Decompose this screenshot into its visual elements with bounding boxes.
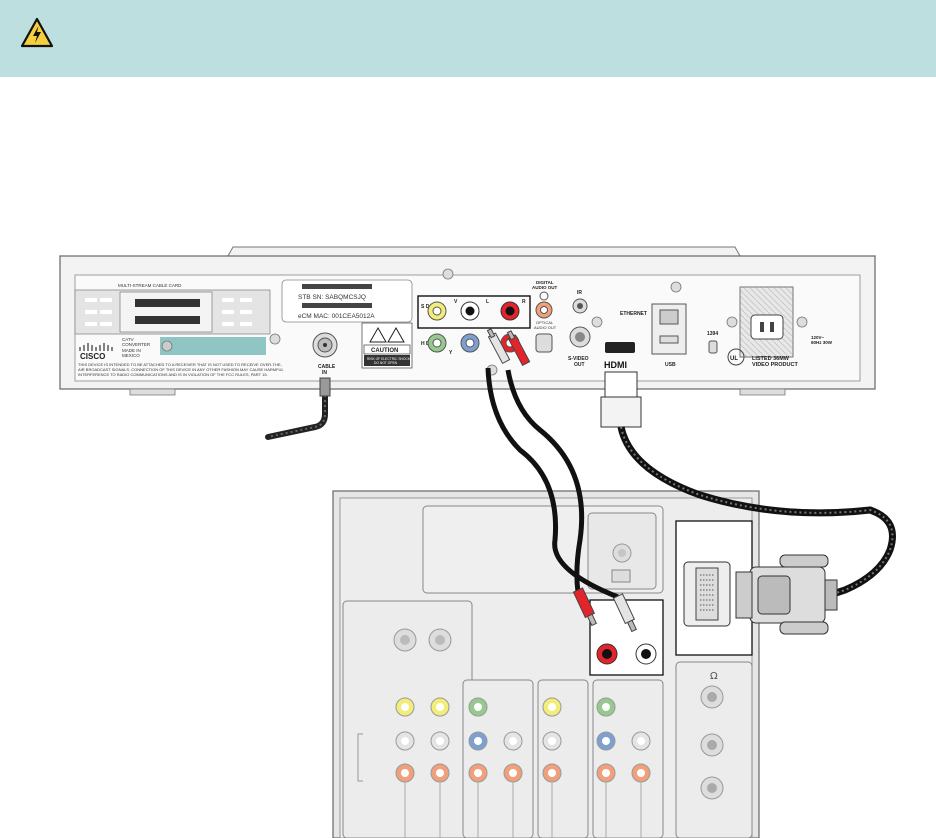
digital-audio-line2: AUDIO OUT [532, 285, 558, 290]
antenna-symbol: Ω [710, 671, 718, 682]
serial-label: STB SN: SABQMCSJQ eCM MAC: 001CEA5012A [281, 279, 413, 323]
ir-jack [572, 298, 588, 314]
cisco-wordmark: CISCO [80, 352, 105, 361]
optical-line2: AUDIO OUT [534, 325, 557, 330]
caution-note2: DO NOT OPEN [374, 361, 398, 365]
tv-audio-right-jack [596, 643, 618, 665]
hd-label: H D [421, 341, 430, 347]
power-inlet [750, 314, 784, 340]
cablecard-slot [74, 289, 271, 335]
v-label: V [454, 299, 458, 305]
tv-antenna-input-3 [700, 776, 724, 800]
hd-y-jack [427, 333, 447, 353]
tv-svideo-jack-1 [393, 628, 417, 652]
cable-in-port [312, 332, 338, 358]
digital-coax-jack [535, 301, 553, 319]
digital-audio-line1: DIGITAL [536, 280, 554, 285]
port1394-label: 1394 [707, 331, 718, 337]
ul-text: UL [730, 356, 738, 362]
catv-line1: CATV [122, 337, 134, 342]
hdmi-to-dvi-cable [600, 371, 896, 635]
serial-number: STB SN: SABQMCSJQ [298, 294, 366, 301]
cablecard-label: MULTI-STREAM CABLE CARD [118, 283, 182, 288]
tv-rear-panel: Ω [332, 490, 760, 838]
r-label: R [522, 299, 526, 305]
svideo-line2: OUT [574, 362, 585, 368]
tv-digital-audio-jack [612, 543, 632, 563]
caution-note1: RISK OF ELECTRIC SHOCK [367, 357, 411, 361]
catv-line2: CONVERTER [122, 342, 151, 347]
cable-in-line1: CABLE [318, 364, 336, 370]
fcc-line2: AIR BROADCAST SIGNALS. CONNECTION OF THI… [78, 367, 284, 372]
rca-audio-cable [485, 328, 637, 633]
ethernet-port [659, 309, 679, 325]
made-line2: MEXICO [122, 353, 140, 358]
ir-label: IR [577, 290, 582, 296]
sd-audio-right-jack [500, 301, 520, 321]
warning-banner [0, 0, 936, 77]
sd-audio-left-jack [460, 301, 480, 321]
usb-label: USB [665, 362, 676, 368]
l-label: L [486, 299, 489, 305]
tv-av-jacks [357, 697, 651, 838]
tv-antenna-input-2 [700, 733, 724, 757]
made-line1: MADE IN [122, 348, 141, 353]
fcc-line1: THIS DEVICE IS INTENDED TO BE ATTACHED T… [78, 362, 282, 367]
caution-text: CAUTION [371, 348, 398, 354]
tv-audio-left-jack [635, 643, 657, 665]
fcc-line3: INTERFERENCE TO RADIO COMMUNICATIONS AND… [78, 372, 268, 377]
optical-line1: OPTICAL [536, 320, 554, 325]
cisco-logo: CISCO [79, 343, 113, 361]
ul-mark [727, 348, 745, 366]
svideo-jack [569, 326, 591, 348]
teal-label [160, 337, 266, 355]
port-1394 [708, 340, 718, 354]
svideo-line1: S-VIDEO [568, 356, 589, 362]
mac-address: eCM MAC: 001CEA5012A [298, 313, 375, 320]
tv-svideo-jack-2 [428, 628, 452, 652]
hd-pb-jack [460, 333, 480, 353]
hdmi-label: HDMI [604, 360, 627, 370]
usb-port [659, 335, 679, 344]
listed-line2: VIDEO PRODUCT [752, 362, 798, 368]
electrical-hazard-warning-icon [20, 17, 54, 48]
sd-outputs-box [417, 295, 531, 329]
sd-video-jack [427, 301, 447, 321]
power-line2: 60Hz 30W [811, 340, 833, 345]
ethernet-label: ETHERNET [620, 311, 647, 317]
power-line1: 120V~ [811, 335, 825, 340]
optical-port [535, 333, 553, 353]
sd-label: S D [421, 304, 430, 310]
hdmi-port [605, 342, 635, 353]
incoming-coax-cable [265, 377, 331, 440]
set-top-box: MULTI-STREAM CABLE CARD CISCO CATV CONVE… [58, 246, 877, 396]
y-label: Y [449, 350, 453, 356]
cable-in-line2: IN [322, 370, 327, 376]
ground-screw [269, 333, 281, 345]
listed-line1: LISTED 36MW [752, 356, 790, 362]
caution-label: CAUTION RISK OF ELECTRIC SHOCK DO NOT OP… [361, 322, 413, 369]
tv-antenna-input-1 [700, 685, 724, 709]
